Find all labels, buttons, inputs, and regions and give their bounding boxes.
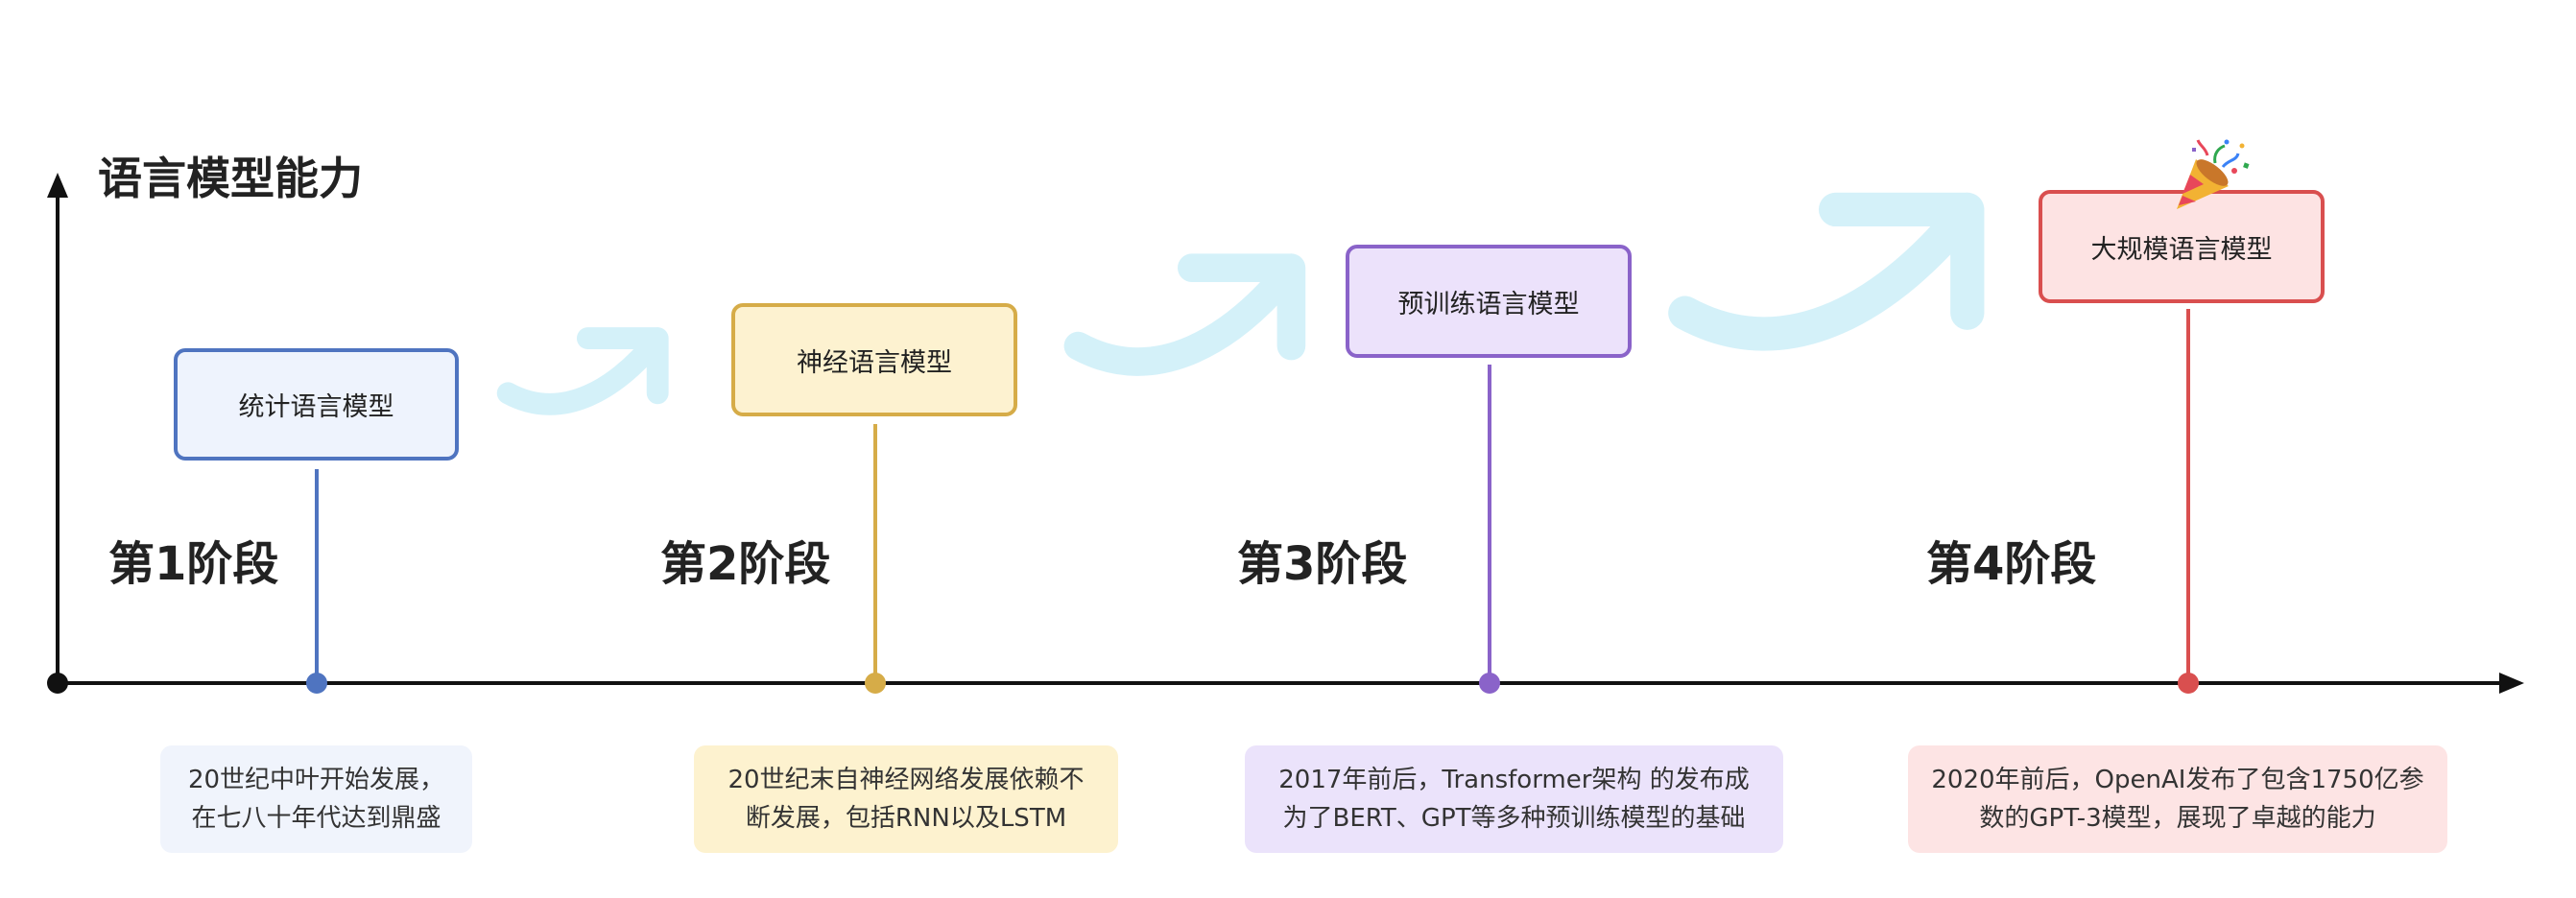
growth-arrow-icon	[496, 327, 669, 415]
stage-3-marker	[1479, 673, 1500, 694]
stage-2-model-box: 神经语言模型	[731, 303, 1017, 416]
stage-4-description: 2020年前后，OpenAI发布了包含1750亿参 数的GPT-3模型，展现了卓…	[1908, 745, 2447, 853]
growth-arrows	[496, 192, 1985, 415]
stage-3-description: 2017年前后，Transformer架构 的发布成 为了BERT、GPT等多种…	[1245, 745, 1783, 853]
stage-2-description-line-2: 断发展，包括RNN以及LSTM	[745, 804, 1067, 833]
stage-1-marker	[306, 673, 327, 694]
stage-2-description-line-1: 20世纪末自神经网络发展依赖不	[727, 766, 1085, 794]
stage-1-label: 第1阶段	[108, 537, 279, 591]
stage-3-description-line-2: 为了BERT、GPT等多种预训练模型的基础	[1282, 804, 1746, 833]
y-axis-title: 语言模型能力	[98, 153, 363, 204]
axis-origin-dot	[47, 673, 68, 694]
growth-arrow-icon	[1668, 192, 1985, 351]
stage-4-description-line-2: 数的GPT-3模型，展现了卓越的能力	[1979, 804, 2376, 833]
stems	[315, 309, 2190, 683]
y-axis-arrowhead-icon	[47, 173, 68, 198]
stage-1-description-line-2: 在七八十年代达到鼎盛	[191, 804, 441, 833]
stage-markers	[306, 673, 2199, 694]
x-axis-arrowhead-icon	[2499, 673, 2524, 694]
stage-2-label: 第2阶段	[660, 537, 831, 591]
stage-4-label: 第4阶段	[1926, 537, 2097, 591]
stage-4-description-line-1: 2020年前后，OpenAI发布了包含1750亿参	[1931, 766, 2424, 794]
stage-1-model-box: 统计语言模型	[174, 348, 459, 461]
stage-2-description: 20世纪末自神经网络发展依赖不 断发展，包括RNN以及LSTM	[694, 745, 1118, 853]
stage-3-label: 第3阶段	[1237, 537, 1408, 591]
axes	[47, 173, 2524, 694]
stage-3-description-line-1: 2017年前后，Transformer架构 的发布成	[1278, 766, 1750, 794]
party-popper-icon	[2177, 139, 2250, 209]
stage-1-description: 20世纪中叶开始发展， 在七八十年代达到鼎盛	[160, 745, 472, 853]
growth-arrow-icon	[1063, 253, 1306, 376]
stage-4-marker	[2178, 673, 2199, 694]
stage-2-marker	[865, 673, 886, 694]
stage-3-model-box: 预训练语言模型	[1346, 245, 1632, 358]
stage-1-description-line-1: 20世纪中叶开始发展，	[187, 766, 445, 794]
stage-4-model-box: 大规模语言模型	[2039, 190, 2325, 303]
